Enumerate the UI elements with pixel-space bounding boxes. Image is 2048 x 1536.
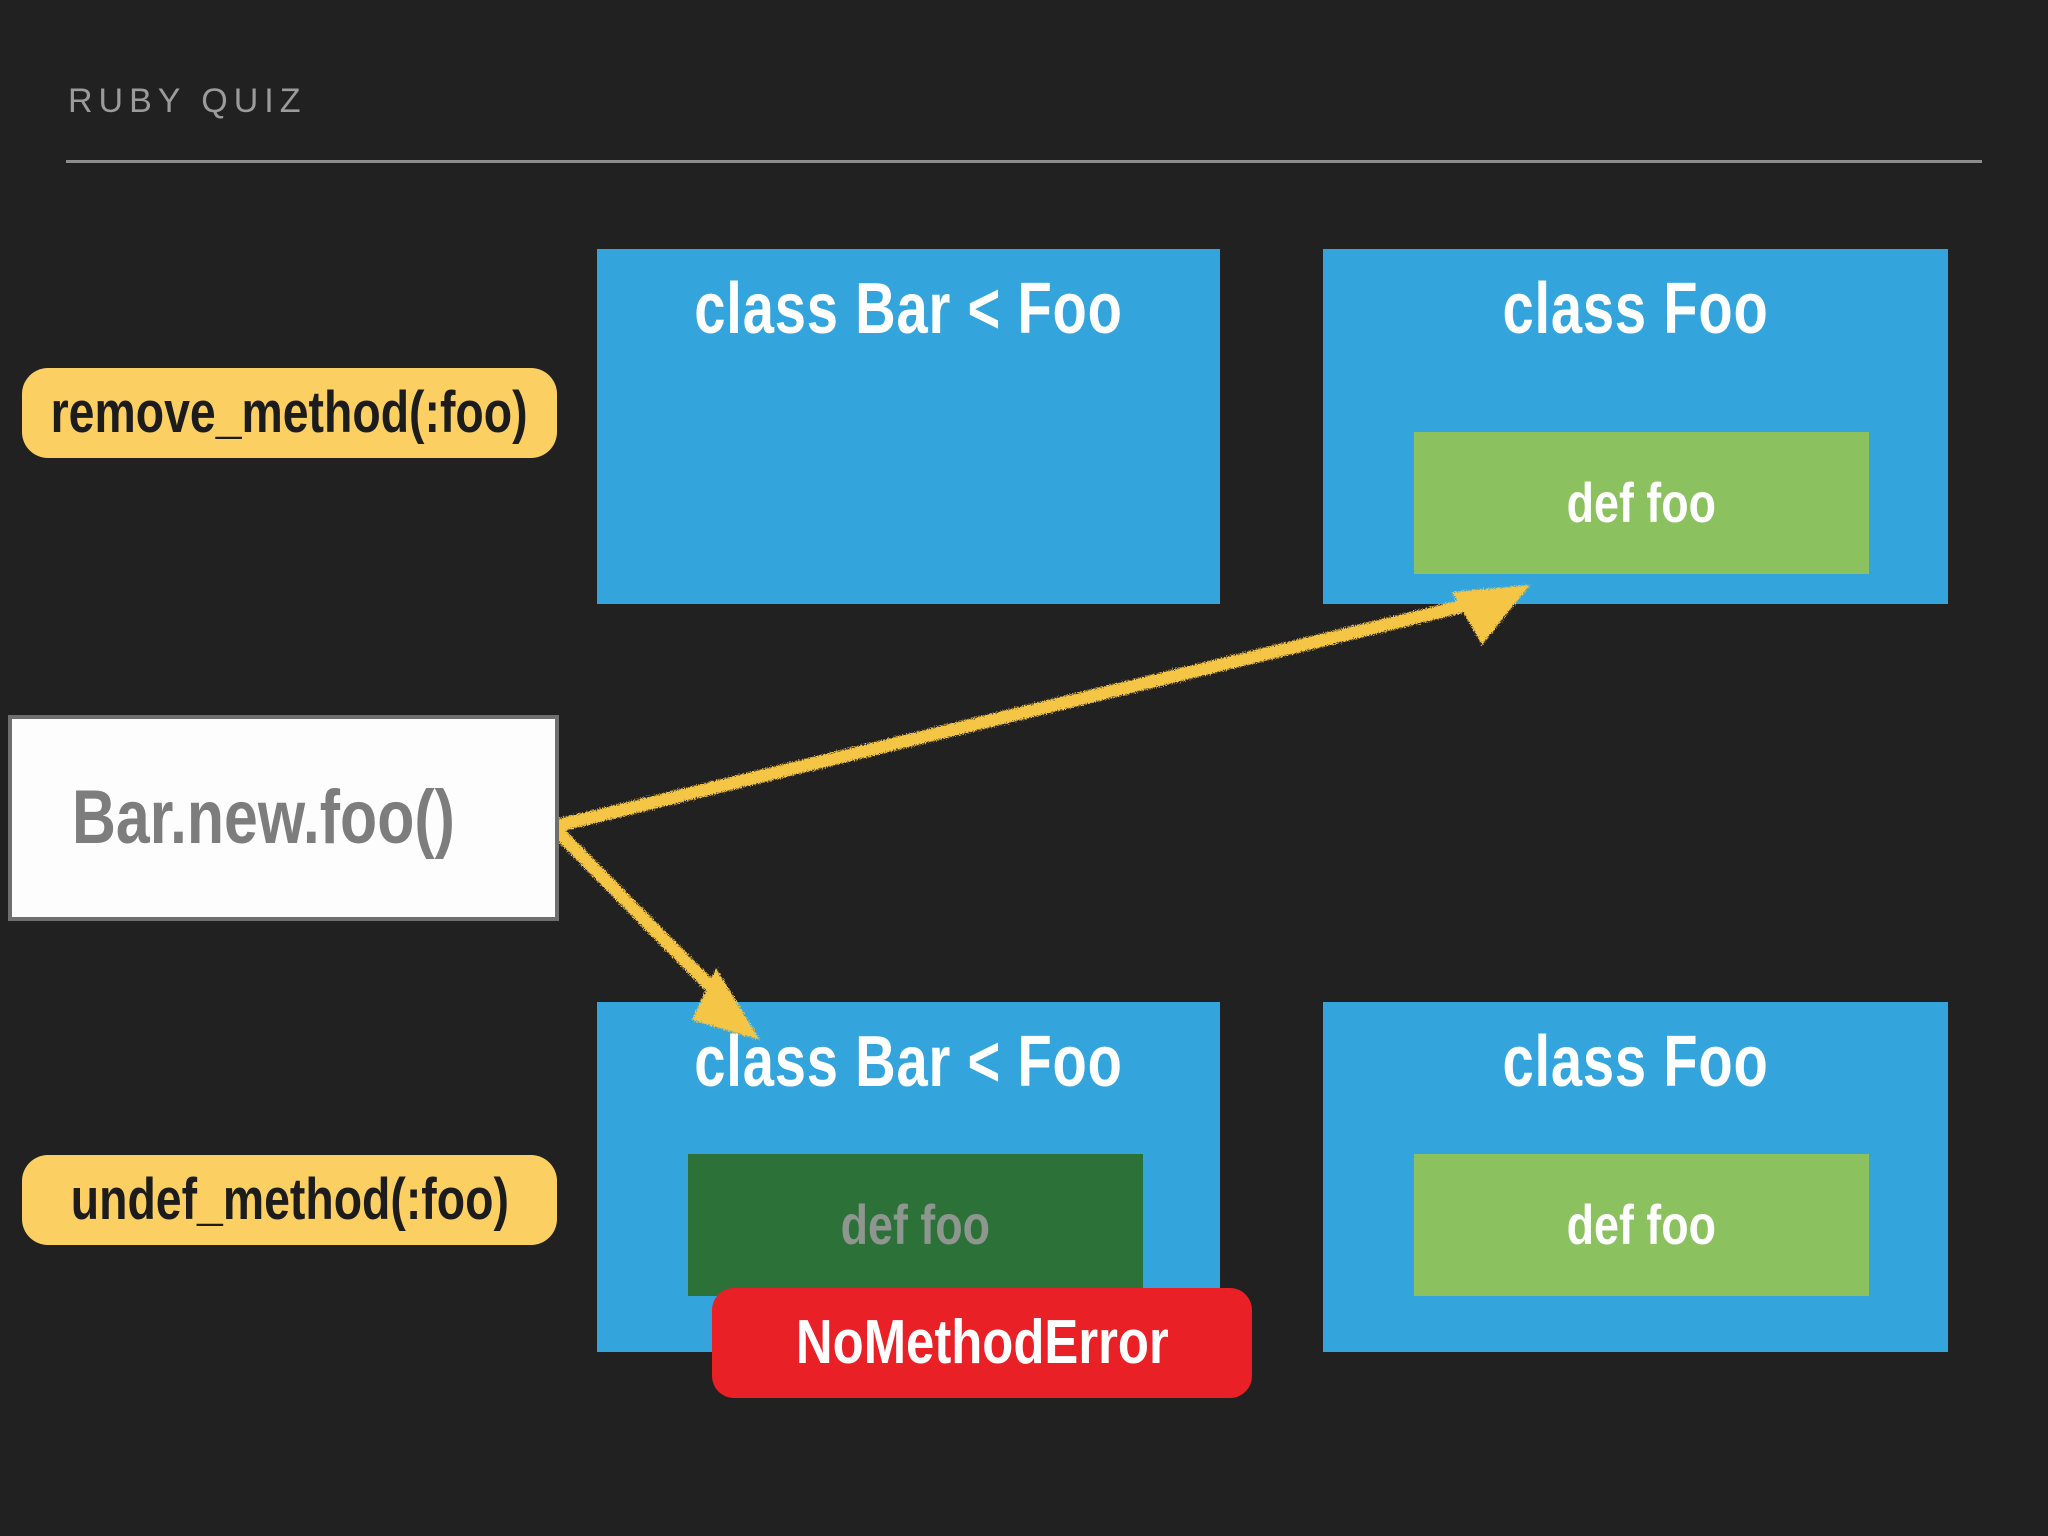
method-box-foo-top: def foo (1414, 432, 1869, 574)
class-title-foo-bottom: class Foo (1502, 1022, 1769, 1102)
call-expression-box[interactable]: Bar.new.foo() (8, 715, 559, 921)
slide-kicker: RUBY QUIZ (68, 82, 307, 120)
lookup-succeeds-arrow (549, 585, 1530, 833)
annotation-pill-undef-method[interactable]: undef_method(:foo) (22, 1155, 557, 1245)
annotation-pill-undef-method-label: undef_method(:foo) (70, 1167, 509, 1232)
class-box-foo-bottom: class Foo def foo (1323, 1002, 1948, 1352)
class-box-bar-top: class Bar < Foo (597, 249, 1220, 604)
method-box-bar-bottom: def foo (688, 1154, 1143, 1296)
method-label-bar-bottom: def foo (840, 1193, 991, 1256)
header-divider (66, 160, 1982, 163)
annotation-pill-remove-method-label: remove_method(:foo) (51, 380, 528, 445)
class-box-foo-top: class Foo def foo (1323, 249, 1948, 604)
method-box-foo-bottom: def foo (1414, 1154, 1869, 1296)
method-label-foo-top: def foo (1566, 471, 1717, 534)
error-badge-nomethoderror[interactable]: NoMethodError (712, 1288, 1252, 1398)
error-badge-label: NoMethodError (795, 1308, 1169, 1377)
class-title-bar-bottom: class Bar < Foo (694, 1022, 1123, 1102)
class-title-bar-top: class Bar < Foo (694, 269, 1123, 349)
method-label-foo-bottom: def foo (1566, 1193, 1717, 1256)
annotation-pill-remove-method[interactable]: remove_method(:foo) (22, 368, 557, 458)
call-expression-label: Bar.new.foo() (72, 775, 455, 860)
class-title-foo-top: class Foo (1502, 269, 1769, 349)
